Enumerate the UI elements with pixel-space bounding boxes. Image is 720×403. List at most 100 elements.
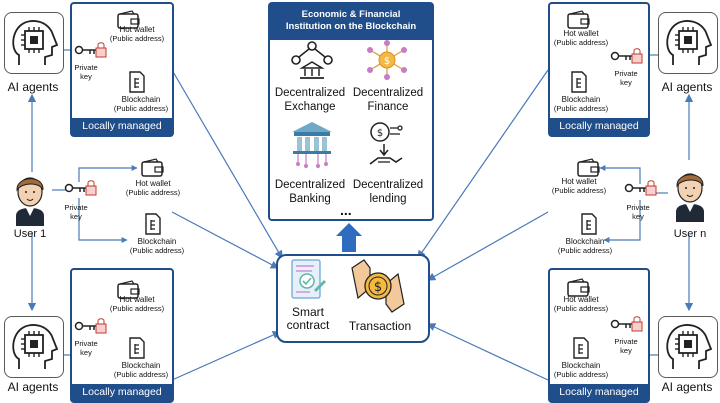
ai-head-icon (666, 20, 713, 65)
private-text: Private (64, 203, 88, 212)
svg-text:$: $ (384, 56, 390, 67)
hot-wallet-label: Hot wallet (Public address) (104, 295, 170, 313)
hot-wallet-text: Hot wallet (135, 179, 171, 188)
private-text: Private (74, 63, 98, 72)
locally-managed-panel-bottom-left: Locally managed (70, 268, 174, 403)
blockchain-label: Blockchain (Public address) (124, 237, 190, 255)
public-address-text: (Public address) (109, 33, 165, 43)
service-line-2: Banking (289, 193, 331, 205)
exchange-icon (291, 41, 333, 79)
public-address-text: (Public address) (129, 245, 185, 255)
panel-footer: Locally managed (550, 384, 648, 401)
hot-wallet-label: Hot wallet (Public address) (548, 295, 614, 313)
blockchain-label: Blockchain (Public address) (108, 95, 174, 113)
public-address-text: (Public address) (557, 245, 613, 255)
private-key-icon (74, 318, 107, 334)
blockchain-text: Blockchain (121, 361, 161, 370)
ai-agent-bottom-left (4, 316, 64, 378)
hot-wallet-label: Hot wallet (Public address) (546, 177, 612, 195)
private-key-label: Private key (72, 339, 100, 357)
hot-wallet-text: Hot wallet (563, 29, 599, 38)
financial-institution-title: Economic & Financial Institution on the … (270, 4, 432, 40)
private-text: Private (614, 337, 638, 346)
public-address-text: (Public address) (553, 303, 609, 313)
private-key-label: Private key (72, 63, 100, 81)
hot-wallet-label: Hot wallet (Public address) (548, 29, 614, 47)
decentralized-finance-label: Decentralized Finance (348, 86, 428, 114)
hot-wallet-label: Hot wallet (Public address) (120, 179, 186, 197)
user-1-label: User 1 (13, 228, 47, 240)
panel-footer: Locally managed (550, 118, 648, 135)
user-n-label: User n (673, 228, 707, 240)
transaction-label: Transaction (348, 319, 412, 333)
locally-managed-panel-bottom-right: Locally managed (548, 268, 650, 403)
public-address-text: (Public address) (113, 369, 169, 379)
transaction-icon: $ (351, 259, 405, 313)
blockchain-icon (571, 71, 587, 93)
bank-icon (292, 122, 332, 168)
service-line-2: Exchange (284, 101, 336, 113)
wallet-icon (567, 278, 590, 297)
title-line-2: Institution on the Blockchain (285, 21, 417, 32)
key-text: key (70, 211, 82, 221)
hot-wallet-text: Hot wallet (119, 25, 155, 34)
decentralized-lending-label: Decentralized lending (348, 178, 428, 206)
blockchain-text: Blockchain (561, 95, 601, 104)
private-key-icon (610, 316, 643, 332)
blockchain-icon (129, 71, 145, 93)
title-line-1: Economic & Financial (301, 9, 401, 20)
service-line-1: Decentralized (352, 87, 424, 99)
key-text: key (620, 77, 632, 87)
private-key-icon (64, 180, 97, 196)
public-address-text: (Public address) (551, 185, 607, 195)
public-address-text: (Public address) (553, 369, 609, 379)
private-key-label: Private key (62, 203, 90, 221)
ai-head-icon (12, 20, 59, 65)
private-key-icon (74, 42, 107, 58)
finance-icon: $ (367, 40, 407, 80)
ai-agent-label: AI agents (7, 380, 59, 394)
public-address-text: (Public address) (553, 37, 609, 47)
private-key-icon (610, 48, 643, 64)
ai-agent-top-left (4, 12, 64, 74)
blockchain-label: Blockchain (Public address) (552, 237, 618, 255)
blockchain-label: Blockchain (Public address) (108, 361, 174, 379)
private-text: Private (626, 203, 650, 212)
lending-icon: $ (369, 122, 403, 165)
locally-managed-panel-top-left: Locally managed (70, 2, 174, 137)
public-address-text: (Public address) (113, 103, 169, 113)
panel-footer: Locally managed (72, 384, 172, 401)
ai-agent-label: AI agents (661, 80, 713, 94)
wallet-icon (567, 10, 590, 29)
ai-head-icon (12, 324, 59, 369)
smart-contract-label: Smart contract (280, 306, 336, 332)
private-key-label: Private key (612, 69, 640, 87)
ai-agent-top-right (658, 12, 718, 74)
blockchain-icon (581, 213, 597, 235)
decentralized-exchange-label: Decentralized Exchange (270, 86, 350, 114)
ai-head-icon (666, 324, 713, 369)
wallet-icon (117, 280, 140, 299)
locally-managed-panel-top-right: Locally managed (548, 2, 650, 137)
blockchain-text: Blockchain (561, 361, 601, 370)
key-text: key (80, 71, 92, 81)
key-text: key (80, 347, 92, 357)
smart-contract-line-2: contract (286, 318, 330, 332)
blockchain-text: Blockchain (121, 95, 161, 104)
svg-text:$: $ (377, 128, 383, 139)
private-text: Private (74, 339, 98, 348)
ai-agent-bottom-right (658, 316, 718, 378)
user-avatar-icon (676, 173, 704, 222)
key-text: key (620, 345, 632, 355)
service-line-1: Decentralized (352, 179, 424, 191)
public-address-text: (Public address) (109, 303, 165, 313)
blockchain-icon (129, 337, 145, 359)
wallet-icon (141, 158, 164, 177)
hot-wallet-text: Hot wallet (563, 295, 599, 304)
blockchain-label: Blockchain (Public address) (548, 361, 614, 379)
service-line-1: Decentralized (274, 87, 346, 99)
blockchain-text: Blockchain (137, 237, 177, 246)
private-key-label: Private key (624, 203, 652, 221)
private-key-icon (624, 180, 657, 196)
smart-contract-line-1: Smart (291, 305, 324, 319)
